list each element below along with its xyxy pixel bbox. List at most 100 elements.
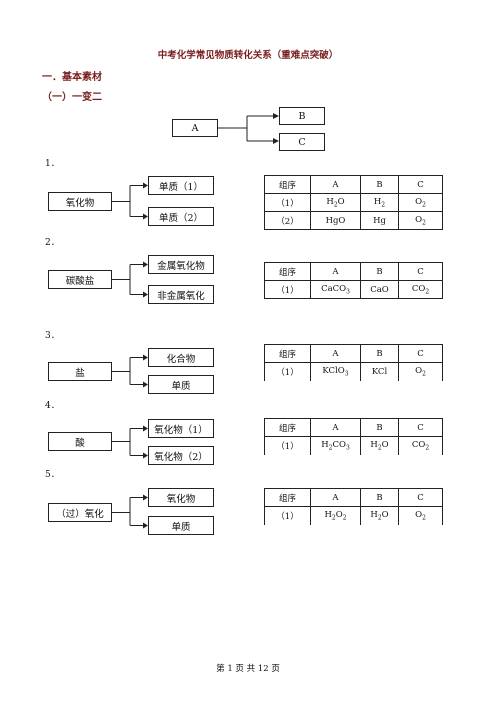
table-cell: （1） — [264, 436, 311, 455]
box-c: C — [279, 133, 325, 151]
table-cell: 组序 — [264, 344, 311, 363]
item-number: 2． — [45, 238, 60, 248]
product-box-bottom: 单质 — [148, 516, 214, 535]
arrow-head — [143, 261, 148, 268]
product-box-bottom: 单质（2） — [148, 207, 214, 226]
branch-connector — [112, 497, 143, 526]
page-footer: 第 1 页 共 12 页 — [216, 664, 280, 674]
branch-connector — [112, 264, 143, 295]
table-cell: H2 — [360, 193, 399, 212]
table-cell: A — [310, 418, 361, 437]
table-cell: H2O — [360, 436, 399, 455]
table-cell: CaCO3 — [310, 280, 361, 299]
product-box-top: 氧化物 — [148, 488, 214, 507]
table-cell: B — [360, 262, 399, 281]
arrow-head — [143, 381, 148, 388]
arrow-head — [143, 354, 148, 361]
item-number: 5． — [45, 470, 60, 480]
table-cell: KCl — [360, 362, 399, 381]
product-box-bottom: 非金属氧化 — [148, 285, 214, 304]
table-cell: C — [398, 488, 443, 507]
table-cell: O2 — [398, 193, 443, 212]
product-box-top: 化合物 — [148, 348, 214, 367]
branch-connector — [112, 185, 143, 217]
table-cell: HgO — [310, 211, 361, 230]
table-cell: （1） — [264, 506, 311, 525]
box-a: A — [172, 119, 218, 137]
table-cell: B — [360, 175, 399, 194]
table-cell: O2 — [398, 506, 443, 525]
product-box-top: 单质（1） — [148, 176, 214, 195]
table-cell: CaO — [360, 280, 399, 299]
product-box-top: 氧化物（1） — [148, 419, 214, 438]
table-cell: O2 — [398, 362, 443, 381]
table-cell: A — [310, 488, 361, 507]
table-cell: C — [398, 418, 443, 437]
table-cell: 组序 — [264, 418, 311, 437]
arrow-head — [143, 522, 148, 529]
table-cell: CO2 — [398, 436, 443, 455]
table-cell: A — [310, 175, 361, 194]
product-box-top: 金属氧化物 — [148, 255, 214, 274]
table-cell: B — [360, 488, 399, 507]
item-number: 4． — [45, 401, 60, 411]
branch-connector — [112, 357, 143, 385]
source-box: （过）氧化 — [48, 503, 112, 522]
arrow-head — [143, 452, 148, 459]
table-cell: C — [398, 175, 443, 194]
subsection-heading: （一）一变二 — [42, 92, 102, 103]
source-box: 碳酸盐 — [48, 270, 112, 289]
table-cell: CO2 — [398, 280, 443, 299]
branch-connector — [112, 428, 143, 456]
table-cell: 组序 — [264, 488, 311, 507]
table-cell: C — [398, 262, 443, 281]
table-cell: A — [310, 262, 361, 281]
table-cell: A — [310, 344, 361, 363]
table-cell: B — [360, 418, 399, 437]
table-cell: （1） — [264, 280, 311, 299]
arrow-head — [143, 291, 148, 298]
source-box: 酸 — [48, 432, 112, 451]
table-cell: H2O — [360, 506, 399, 525]
item-number: 3． — [45, 331, 60, 341]
table-cell: Hg — [360, 211, 399, 230]
arrow-head — [143, 425, 148, 432]
box-b: B — [279, 107, 325, 125]
table-cell: H2CO3 — [310, 436, 361, 455]
table-cell: C — [398, 344, 443, 363]
table-cell: 组序 — [264, 262, 311, 281]
page-title: 中考化学常见物质转化关系（重难点突破） — [157, 50, 339, 61]
table-cell: KClO3 — [310, 362, 361, 381]
table-cell: H2O — [310, 193, 361, 212]
arrow-head — [143, 182, 148, 189]
arrow-head — [143, 494, 148, 501]
arrow-head — [143, 213, 148, 220]
product-box-bottom: 单质 — [148, 375, 214, 394]
table-cell: B — [360, 344, 399, 363]
source-box: 盐 — [48, 362, 112, 381]
item-number: 1． — [45, 159, 60, 169]
table-cell: O2 — [398, 211, 443, 230]
table-cell: （1） — [264, 193, 311, 212]
table-cell: 组序 — [264, 175, 311, 194]
source-box: 氧化物 — [48, 192, 112, 211]
table-cell: H2O2 — [310, 506, 361, 525]
